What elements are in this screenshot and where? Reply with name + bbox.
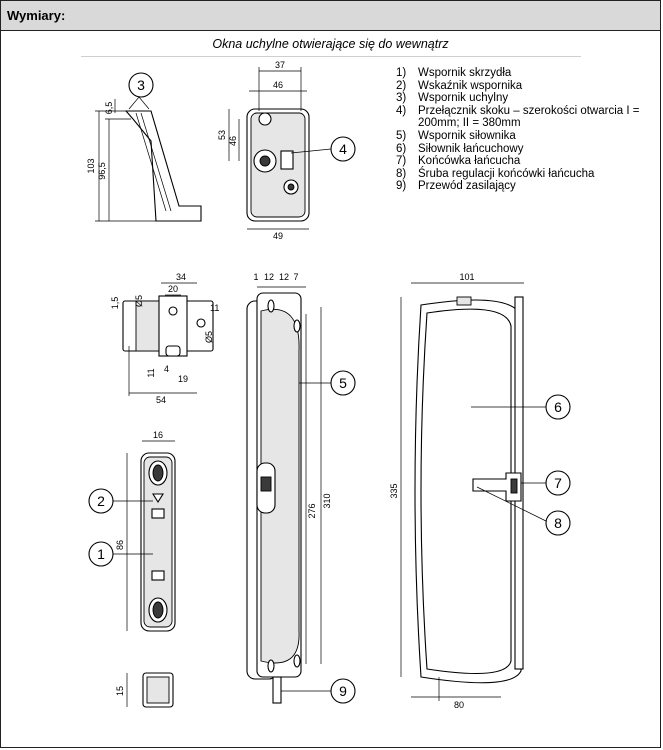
legend-item-1: 1)Wspornik skrzydła <box>396 67 512 79</box>
dim-34: 34 <box>176 272 186 282</box>
dim-o5-top: Ø5 <box>134 295 144 307</box>
dim-12a: 12 <box>264 272 274 282</box>
dim-19: 19 <box>178 374 188 384</box>
svg-text:2: 2 <box>97 493 105 509</box>
legend-item-7: 7)Końcówka łańcucha <box>396 155 521 168</box>
svg-text:6: 6 <box>554 399 562 415</box>
callout-8: 8 <box>476 486 571 536</box>
mounting-bracket-top-view: 34 20 Ø5 1,5 11 Ø5 11 4 19 54 <box>110 272 219 405</box>
header-title: Wymiary: <box>7 8 66 23</box>
dim-1-5: 1,5 <box>110 297 120 310</box>
dim-6-5: 6,5 <box>104 102 114 115</box>
legend-item-8: 8)Śruba regulacji końcówki łańcucha <box>396 167 595 180</box>
dim-276: 276 <box>307 503 317 518</box>
dim-4: 4 <box>164 364 169 374</box>
svg-text:1: 1 <box>97 546 105 562</box>
dim-80: 80 <box>454 700 464 710</box>
legend-item-5: 5)Wspornik siłownika <box>396 129 516 142</box>
dim-o5-side: Ø5 <box>204 331 214 343</box>
callout-9: 9 <box>281 678 356 704</box>
dim-54: 54 <box>156 395 166 405</box>
legend-item-6: 6)Siłownik łańcuchowy <box>396 142 524 155</box>
dim-20: 20 <box>168 284 178 294</box>
dim-53: 53 <box>217 130 227 140</box>
dim-49: 49 <box>273 231 283 241</box>
svg-text:3: 3 <box>137 77 145 93</box>
bracket-front-view: 37 46 53 46 49 <box>217 60 310 241</box>
callout-1: 1 <box>88 541 153 567</box>
callout-2: 2 <box>88 488 153 514</box>
dim-46-top: 46 <box>273 80 283 90</box>
dim-103: 103 <box>86 158 96 173</box>
svg-text:4: 4 <box>339 141 347 157</box>
chain-actuator-view: 101 335 80 <box>389 272 524 710</box>
dim-86: 86 <box>115 540 125 550</box>
header-bar: Wymiary: <box>1 1 660 31</box>
dim-96-5: 96,5 <box>97 162 107 180</box>
sash-bracket-view: 16 86 15 <box>115 430 176 708</box>
svg-text:8: 8 <box>554 515 562 531</box>
svg-text:5: 5 <box>339 375 347 391</box>
dim-7: 7 <box>293 272 298 282</box>
callout-7: 7 <box>521 470 571 496</box>
legend-item-2: 2)Wskaźnik wspornika <box>396 79 523 92</box>
dim-101: 101 <box>459 272 474 282</box>
callout-4: 4 <box>290 136 356 162</box>
dim-1: 1 <box>253 272 258 282</box>
callout-5: 5 <box>299 370 356 396</box>
legend-item-9: 9)Przewód zasilający <box>396 180 516 193</box>
tilt-bracket-side-view: 6,5 103 96,5 <box>86 96 202 222</box>
dim-37: 37 <box>275 60 285 70</box>
dim-15: 15 <box>115 686 125 696</box>
dim-12b: 12 <box>279 272 289 282</box>
dim-310: 310 <box>322 493 332 508</box>
legend-item-3: 3)Wspornik uchylny <box>396 92 509 105</box>
svg-text:9: 9 <box>339 683 347 699</box>
callout-3: 3 <box>128 72 154 98</box>
dim-46-side: 46 <box>228 136 238 146</box>
svg-text:7: 7 <box>554 475 562 491</box>
dim-11-bot: 11 <box>146 368 156 377</box>
callout-6: 6 <box>471 394 571 420</box>
dim-11-top: 11 <box>210 303 219 313</box>
parts-legend: 1)Wspornik skrzydła 2)Wskaźnik wspornika… <box>396 67 656 193</box>
subtitle-rule <box>81 56 581 57</box>
dim-335: 335 <box>389 483 399 498</box>
actuator-bracket-view: 1 12 12 7 276 310 <box>246 272 332 704</box>
legend-item-4: 4)Przełącznik skoku – szerokości otwarci… <box>396 104 640 130</box>
dim-16: 16 <box>153 430 163 440</box>
drawing-subtitle: Okna uchylne otwierające się do wewnątrz <box>212 37 449 51</box>
